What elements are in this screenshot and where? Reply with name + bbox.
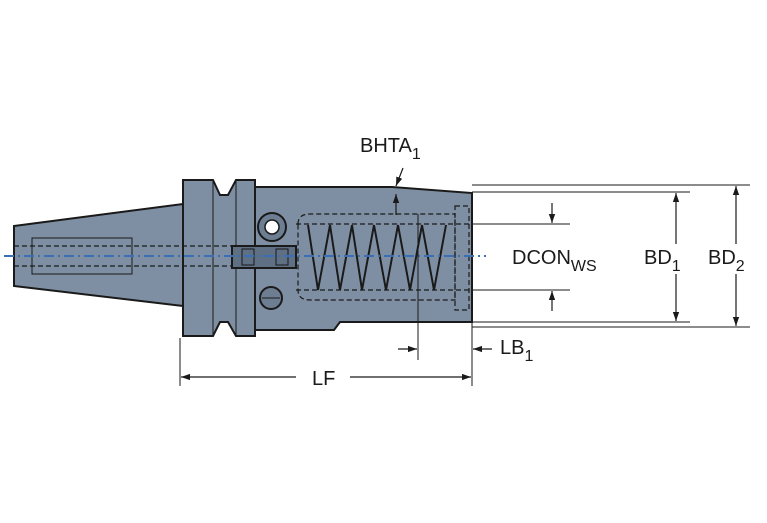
label-bhta-sub: 1 bbox=[412, 146, 421, 163]
spring-chamber-outline bbox=[297, 213, 456, 301]
label-dcon-main: DCON bbox=[512, 247, 571, 269]
label-bd2-sub: 2 bbox=[736, 258, 745, 275]
label-lb-sub: 1 bbox=[524, 348, 533, 365]
tool-holder-body bbox=[13, 179, 473, 337]
label-bd1: BD1 bbox=[644, 247, 681, 275]
dim-bhta-leader bbox=[395, 167, 404, 187]
label-bd2-main: BD bbox=[708, 247, 736, 269]
extension-lines bbox=[179, 184, 750, 386]
collet-outline bbox=[454, 205, 470, 311]
label-lb-main: LB bbox=[500, 337, 524, 359]
label-lf: LF bbox=[312, 368, 335, 390]
label-bd1-sub: 1 bbox=[672, 258, 681, 275]
bd2-label-gap bbox=[706, 244, 764, 274]
label-bhta: BHTA1 bbox=[360, 135, 421, 163]
label-lb: LB1 bbox=[500, 337, 533, 365]
lf-label-gap bbox=[296, 366, 350, 388]
bd1-label-gap bbox=[640, 244, 698, 274]
adjustment-screw-hole bbox=[264, 219, 280, 235]
label-dcon-sub: WS bbox=[571, 258, 597, 275]
label-dcon: DCONWS bbox=[512, 247, 597, 275]
spring-coil bbox=[307, 224, 447, 291]
label-bd2: BD2 bbox=[708, 247, 745, 275]
label-bhta-main: BHTA bbox=[360, 135, 413, 157]
label-bd1-main: BD bbox=[644, 247, 672, 269]
